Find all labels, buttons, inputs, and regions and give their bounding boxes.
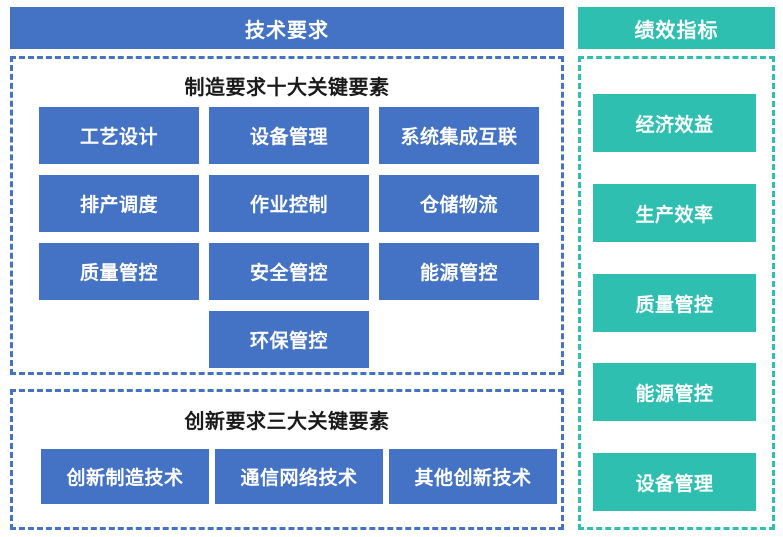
manufacturing-requirements-section: 制造要求十大关键要素 工艺设计 设备管理 系统集成互联 排产调度 作业控制 仓储… (10, 56, 564, 375)
element-card-operation-control[interactable]: 作业控制 (209, 175, 369, 232)
kpi-card-economic-benefit[interactable]: 经济效益 (593, 94, 756, 152)
kpi-card-equipment-management[interactable]: 设备管理 (593, 453, 756, 511)
kpi-card-quality-control[interactable]: 质量管控 (593, 274, 756, 332)
technical-requirements-header: 技术要求 (10, 7, 564, 49)
element-card-innovative-manufacturing-tech[interactable]: 创新制造技术 (41, 449, 209, 504)
element-card-equipment-management[interactable]: 设备管理 (209, 107, 369, 164)
performance-indicators-header: 绩效指标 (578, 7, 775, 49)
innovation-section-title: 创新要求三大关键要素 (184, 411, 390, 433)
element-card-quality-control[interactable]: 质量管控 (39, 243, 199, 300)
performance-indicators-section: 经济效益 生产效率 质量管控 能源管控 设备管理 (578, 56, 775, 530)
element-card-safety-control[interactable]: 安全管控 (209, 243, 369, 300)
element-card-communication-network-tech[interactable]: 通信网络技术 (215, 449, 383, 504)
kpi-card-energy-control[interactable]: 能源管控 (593, 363, 756, 421)
element-card-process-design[interactable]: 工艺设计 (39, 107, 199, 164)
innovation-requirements-section: 创新要求三大关键要素 创新制造技术 通信网络技术 其他创新技术 (10, 389, 564, 530)
element-card-other-innovative-tech[interactable]: 其他创新技术 (389, 449, 557, 504)
manufacturing-section-title: 制造要求十大关键要素 (184, 77, 390, 99)
element-card-environmental-control[interactable]: 环保管控 (209, 311, 369, 368)
element-card-warehouse-logistics[interactable]: 仓储物流 (379, 175, 539, 232)
element-card-energy-control[interactable]: 能源管控 (379, 243, 539, 300)
kpi-card-production-efficiency[interactable]: 生产效率 (593, 184, 756, 242)
element-card-system-integration[interactable]: 系统集成互联 (379, 107, 539, 164)
element-card-production-scheduling[interactable]: 排产调度 (39, 175, 199, 232)
